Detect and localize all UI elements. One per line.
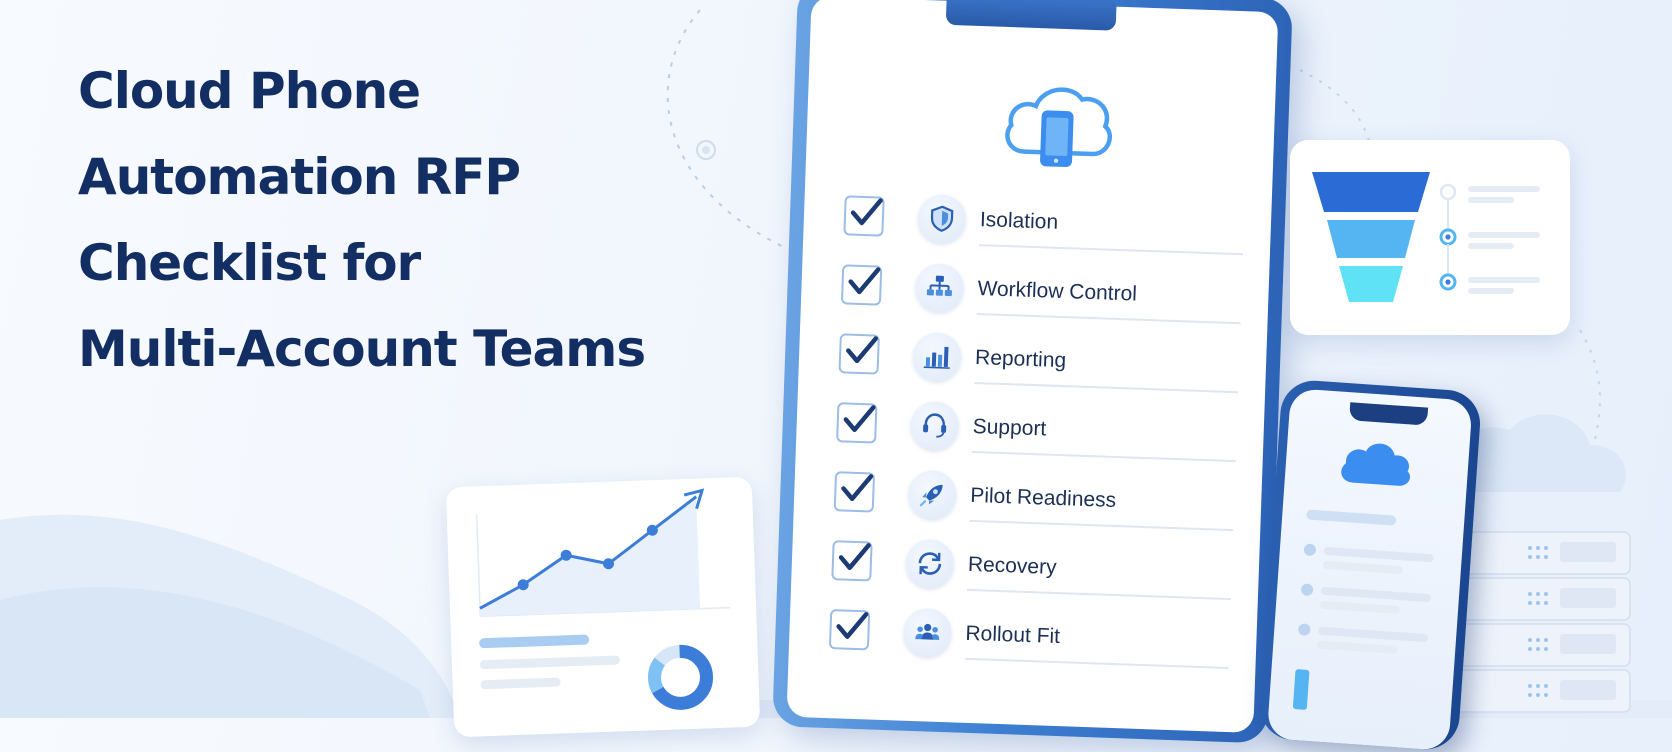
- phone-screen: [1266, 388, 1473, 751]
- checkbox-checked[interactable]: [831, 540, 873, 582]
- checkbox-checked[interactable]: [828, 609, 871, 651]
- refresh-icon: [905, 538, 955, 589]
- checklist-item-recovery: Recovery: [831, 532, 1233, 615]
- team-icon: [902, 607, 953, 658]
- title-line-4: Multi-Account Teams: [78, 320, 646, 378]
- funnel-card: [1290, 140, 1570, 335]
- divider: [967, 588, 1231, 600]
- checkbox-checked[interactable]: [843, 195, 885, 237]
- checkbox-checked[interactable]: [836, 402, 878, 444]
- checkmark-icon: [838, 543, 871, 570]
- tablet-screen: Isolation Workflow Control: [786, 0, 1279, 733]
- checklist-item-pilot-readiness: Pilot Readiness: [833, 463, 1235, 546]
- divider: [979, 244, 1243, 255]
- funnel-illustration: [1312, 172, 1540, 302]
- phone-screen-content: [1292, 443, 1434, 710]
- checkmark-icon: [846, 336, 878, 364]
- bar-chart-icon: [912, 331, 962, 382]
- title-line-2: Automation RFP: [78, 148, 521, 206]
- title-line-1: Cloud Phone: [78, 62, 421, 120]
- rocket-icon: [907, 469, 958, 520]
- checkmark-icon: [836, 612, 869, 639]
- checkmark-icon: [841, 474, 874, 502]
- title-line-3: Checklist for: [78, 234, 421, 292]
- divider: [964, 657, 1229, 669]
- smartphone-illustration: [1257, 378, 1483, 752]
- checklist-item-workflow-control: Workflow Control: [840, 256, 1242, 339]
- checkbox-checked[interactable]: [840, 264, 883, 306]
- checklist-item-label: Workflow Control: [977, 277, 1138, 306]
- checklist-item-label: Reporting: [974, 346, 1067, 373]
- checklist-item-label: Rollout Fit: [965, 621, 1061, 649]
- checklist-item-label: Pilot Readiness: [969, 483, 1117, 512]
- server-stack-illustration: [1439, 531, 1631, 713]
- cloud-phone-icon: [1005, 87, 1112, 168]
- page-title: Cloud Phone Automation RFP Checklist for…: [78, 48, 798, 392]
- analytics-card: [445, 476, 761, 738]
- divider: [971, 450, 1236, 462]
- checklist-item-support: Support: [835, 394, 1237, 477]
- checklist-item-label: Recovery: [967, 552, 1057, 579]
- checklist-item-rollout-fit: Rollout Fit: [828, 601, 1230, 684]
- checkmark-icon: [848, 267, 881, 295]
- checkbox-checked[interactable]: [833, 471, 876, 513]
- checkbox-checked[interactable]: [838, 333, 880, 375]
- checklist-item-reporting: Reporting: [838, 325, 1240, 408]
- shield-icon: [917, 193, 967, 244]
- checklist-item-label: Support: [972, 414, 1047, 441]
- checkmark-icon: [843, 405, 876, 433]
- divider: [969, 519, 1234, 531]
- checklist: Isolation Workflow Control: [828, 187, 1245, 684]
- checklist-item-label: Isolation: [979, 208, 1059, 234]
- clipboard-clip: [945, 0, 1117, 31]
- checklist-item-isolation: Isolation: [843, 187, 1245, 270]
- divider: [974, 381, 1239, 393]
- checklist-tablet: Isolation Workflow Control: [772, 0, 1293, 744]
- headset-icon: [909, 400, 960, 451]
- divider: [976, 313, 1241, 324]
- workflow-icon: [914, 262, 965, 313]
- checkmark-icon: [850, 198, 883, 226]
- line-chart-illustration: [475, 488, 731, 710]
